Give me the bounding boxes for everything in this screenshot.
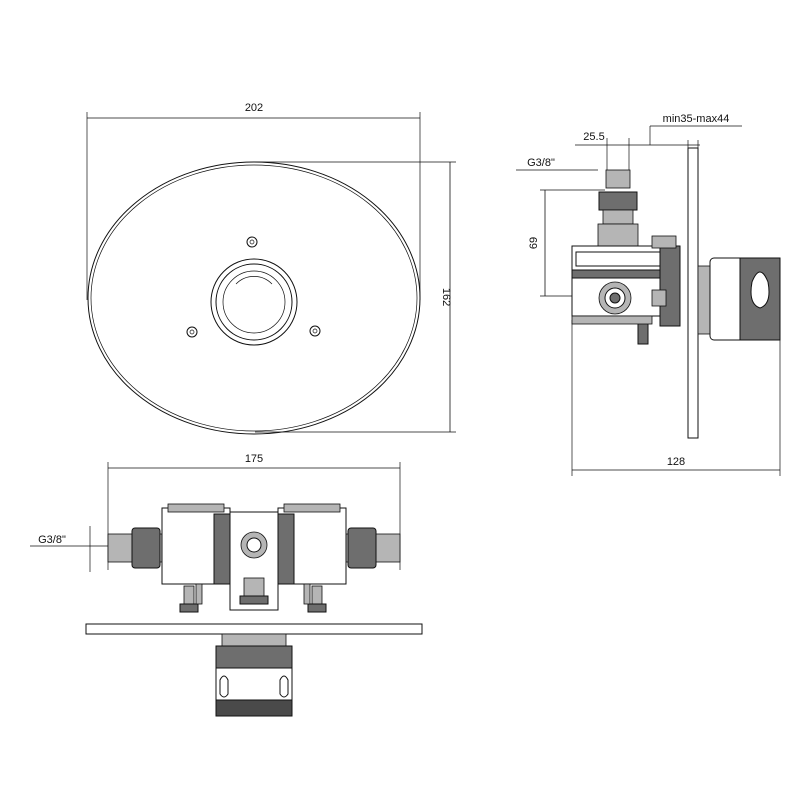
side-wall-plate xyxy=(687,147,699,439)
bottom-wall-plate xyxy=(85,623,423,635)
label-side-thread: G3/8" xyxy=(527,157,555,169)
bottom-center-body xyxy=(229,511,279,611)
label-front-width: 202 xyxy=(245,102,263,114)
bottom-left-block xyxy=(161,503,231,585)
bottom-left-connector xyxy=(107,527,171,569)
front-oval-plate-inner xyxy=(90,164,418,432)
label-front-height: 162 xyxy=(440,288,452,306)
bottom-knob-mark-right xyxy=(279,675,289,698)
label-side-depth-range: min35-max44 xyxy=(663,113,730,125)
label-side-spacing: 25.5 xyxy=(583,131,604,143)
front-hub-ring xyxy=(215,263,293,341)
side-knob-indicator xyxy=(750,271,770,309)
front-hub-outer xyxy=(210,258,298,346)
front-hub-inner xyxy=(222,270,286,334)
side-top-connector xyxy=(597,169,639,247)
front-view: 202 162 xyxy=(86,102,456,435)
label-side-total: 128 xyxy=(667,456,685,468)
front-oval-plate xyxy=(87,161,421,435)
bottom-knob-mark-left xyxy=(219,675,229,698)
label-bottom-width: 175 xyxy=(245,453,263,465)
bottom-right-connector xyxy=(337,527,401,569)
bottom-right-block xyxy=(277,503,347,585)
bottom-view: 175 G3/8" xyxy=(30,453,423,717)
mount-hole-top xyxy=(246,236,258,248)
bottom-knob xyxy=(215,633,293,717)
bottom-screws xyxy=(179,583,327,613)
front-mounting-holes xyxy=(186,236,321,338)
mount-hole-left xyxy=(186,326,198,338)
label-bottom-thread: G3/8" xyxy=(38,534,66,546)
label-side-height: 69 xyxy=(528,237,540,249)
side-view: 25.5 min35-max44 G3/8" 69 128 xyxy=(516,113,781,476)
mount-hole-right xyxy=(309,325,321,337)
front-hub-arc xyxy=(235,276,273,285)
side-knob xyxy=(697,257,781,341)
